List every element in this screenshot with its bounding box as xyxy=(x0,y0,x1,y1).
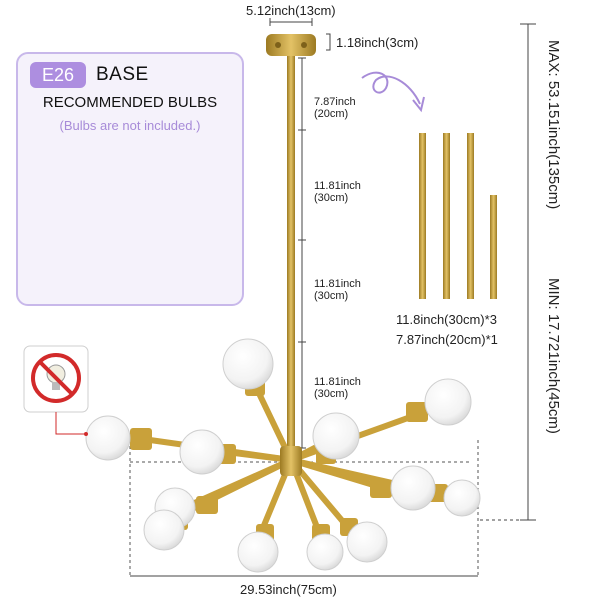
globe-bulb xyxy=(222,338,274,390)
fixture-width-label: 29.53inch(75cm) xyxy=(240,582,337,597)
canopy-screw-icon xyxy=(275,42,281,48)
downrod xyxy=(287,56,295,456)
spare-rod xyxy=(467,133,474,299)
bulbs-not-included-note: (Bulbs are not included.) xyxy=(59,118,201,133)
max-height-label: MAX: 53.151inch(135cm) xyxy=(545,40,562,210)
recommended-bulbs-panel xyxy=(16,52,244,306)
globe-bulb xyxy=(85,415,131,461)
no-incandescent-warning-icon xyxy=(23,345,89,413)
arrow-head-icon xyxy=(412,96,425,113)
spare-rod-spec-1: 11.8inch(30cm)*3 xyxy=(396,312,497,327)
globe-bulb xyxy=(424,378,472,426)
rod-segment-dimension-line xyxy=(298,57,306,449)
canopy-width-line xyxy=(269,18,313,26)
spare-rod xyxy=(419,133,426,299)
curly-arrow-icon xyxy=(361,71,421,105)
globe-bulb xyxy=(390,465,436,511)
spare-rod xyxy=(443,133,450,299)
rod-4-label: 11.81inch xyxy=(314,376,361,388)
globe-bulb xyxy=(143,509,185,551)
globe-bulb xyxy=(306,533,344,571)
rod-3-label: 11.81inch xyxy=(314,278,361,290)
base-label: BASE xyxy=(96,64,149,85)
rod-2-metric-label: (30cm) xyxy=(314,192,349,204)
warning-pointer-dot xyxy=(84,432,88,436)
globe-bulb xyxy=(312,412,360,460)
min-height-label: MIN: 17.721inch(45cm) xyxy=(545,278,562,434)
spare-rods xyxy=(419,133,497,299)
globe-bulbs xyxy=(85,338,481,573)
base-badge: E26 xyxy=(30,62,86,88)
warning-pointer-line xyxy=(55,412,84,435)
canopy-height-bracket xyxy=(326,33,331,51)
rod-3-metric-label: (30cm) xyxy=(314,290,349,302)
spare-rod xyxy=(490,195,497,299)
rod-1-metric-label: (20cm) xyxy=(314,108,349,120)
canopy-height-label: 1.18inch(3cm) xyxy=(336,35,419,50)
overall-height-line xyxy=(480,23,536,521)
spare-rod-spec-2: 7.87inch(20cm)*1 xyxy=(396,332,498,347)
canopy-screw-icon xyxy=(301,42,307,48)
recommended-bulbs-title: RECOMMENDED BULBS xyxy=(42,94,218,111)
rod-4-metric-label: (30cm) xyxy=(314,388,349,400)
canopy xyxy=(266,34,316,56)
globe-bulb xyxy=(346,521,388,563)
globe-bulb xyxy=(237,531,279,573)
rod-2-label: 11.81inch xyxy=(314,180,361,192)
globe-bulb xyxy=(179,429,225,475)
chandelier-hub xyxy=(280,446,302,476)
rod-1-label: 7.87inch xyxy=(314,96,356,108)
canopy-width-label: 5.12inch(13cm) xyxy=(246,3,336,18)
globe-bulb xyxy=(443,479,481,517)
